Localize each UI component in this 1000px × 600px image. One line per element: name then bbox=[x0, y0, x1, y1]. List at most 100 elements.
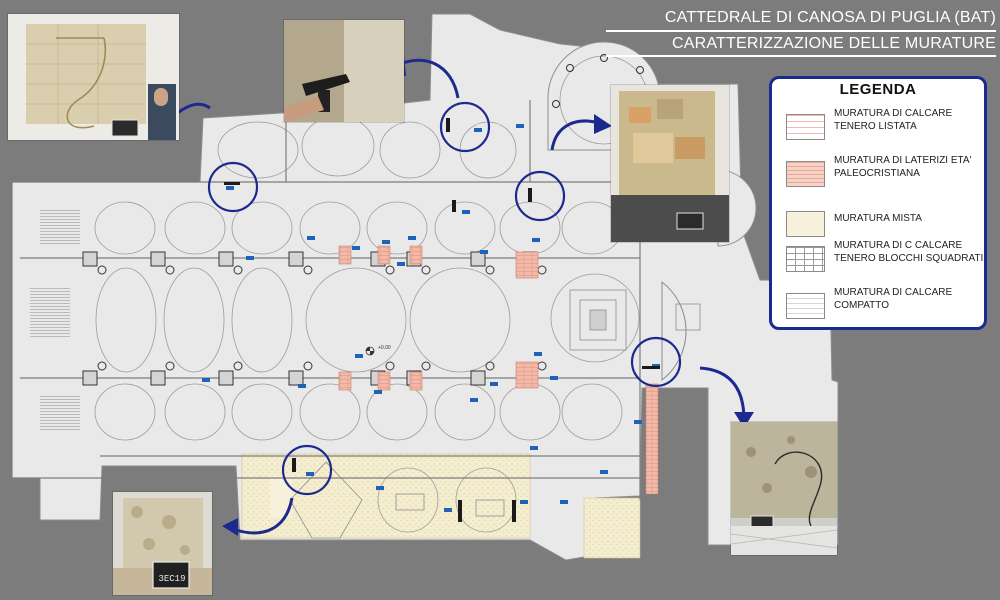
nave-vault bbox=[409, 267, 511, 373]
apse-column bbox=[552, 100, 560, 108]
sample-tag bbox=[306, 472, 314, 476]
nave-pier bbox=[288, 370, 304, 386]
east-apse-altar bbox=[675, 303, 701, 331]
photo-right-upper bbox=[611, 85, 729, 242]
brick-pier-crossing bbox=[515, 251, 539, 279]
sample-tag bbox=[298, 384, 306, 388]
north-aisle-vault bbox=[299, 201, 361, 255]
nave-vault bbox=[95, 267, 157, 373]
nave-vault bbox=[163, 267, 225, 373]
sanctuary-frame bbox=[569, 289, 627, 351]
south-aisle-vault bbox=[231, 383, 293, 441]
subtitle-underline bbox=[606, 55, 996, 57]
column-base bbox=[303, 361, 313, 371]
probe-mark bbox=[446, 118, 450, 132]
north-aisle-vault bbox=[434, 201, 496, 255]
legend-label: MURATURA DI CALCARE TENERO LISTATA bbox=[834, 108, 953, 132]
south-aisle-vault bbox=[164, 383, 226, 441]
sample-tag bbox=[397, 262, 405, 266]
photo-tag-label: 3EC19 bbox=[158, 574, 186, 584]
sample-tag bbox=[532, 238, 540, 242]
legend-swatch-listata bbox=[786, 114, 825, 140]
legend-item-compatto: MURATURA DI CALCARE COMPATTO bbox=[782, 287, 982, 331]
drawing-title: CATTEDRALE DI CANOSA DI PUGLIA (BAT) bbox=[664, 9, 996, 26]
column-base bbox=[165, 265, 175, 275]
south-aisle-vault bbox=[434, 383, 496, 441]
sample-tag bbox=[550, 376, 558, 380]
column-base bbox=[421, 361, 431, 371]
column-base bbox=[97, 361, 107, 371]
title-underline bbox=[606, 30, 996, 32]
legend-swatch-laterizi bbox=[786, 161, 825, 187]
sample-tag bbox=[408, 236, 416, 240]
sample-tag bbox=[634, 420, 642, 424]
column-base bbox=[97, 265, 107, 275]
south-chapel-altar bbox=[395, 493, 425, 511]
south-aisle-vault bbox=[299, 383, 361, 441]
sample-location-circle bbox=[439, 101, 491, 153]
legend-swatch-compatto bbox=[786, 293, 825, 319]
probe-mark bbox=[452, 200, 456, 212]
legend-label: MURATURA DI CALCARE COMPATTO bbox=[834, 287, 953, 311]
legend-label: MURATURA MISTA bbox=[834, 213, 922, 224]
nave-pier bbox=[470, 370, 486, 386]
south-chapel-altar bbox=[475, 499, 505, 517]
column-base bbox=[485, 361, 495, 371]
north-aisle-vault bbox=[231, 201, 293, 255]
sample-tag bbox=[374, 390, 382, 394]
sample-tag bbox=[444, 508, 452, 512]
probe-mark bbox=[642, 366, 660, 369]
nave-pier bbox=[218, 370, 234, 386]
legend-item-listata: MURATURA DI CALCARE TENERO LISTATA bbox=[782, 108, 982, 152]
sample-tag bbox=[530, 446, 538, 450]
sample-tag bbox=[462, 210, 470, 214]
legend-title: LEGENDA bbox=[839, 81, 917, 98]
sample-tag bbox=[470, 398, 478, 402]
column-base bbox=[485, 265, 495, 275]
column-base bbox=[165, 361, 175, 371]
probe-mark bbox=[458, 500, 462, 522]
sample-tag bbox=[246, 256, 254, 260]
photo-right-lower bbox=[731, 422, 837, 555]
elevation-symbol bbox=[365, 346, 375, 356]
photo-top-left bbox=[8, 14, 179, 140]
brick-wall-east bbox=[645, 383, 659, 495]
sample-tag bbox=[534, 352, 542, 356]
mixed-masonry-fill bbox=[270, 476, 292, 518]
column-base bbox=[233, 265, 243, 275]
brick-pier-crossing bbox=[515, 361, 539, 389]
nave-pier bbox=[82, 251, 98, 267]
elevation-label: +0.00 bbox=[378, 345, 391, 351]
column-base bbox=[385, 265, 395, 275]
nave-vault bbox=[231, 267, 293, 373]
altar bbox=[589, 309, 607, 331]
apse-column bbox=[566, 64, 574, 72]
sample-location-circle bbox=[514, 170, 566, 222]
legend-item-mista: MURATURA MISTA bbox=[782, 205, 982, 249]
sample-tag bbox=[474, 128, 482, 132]
legend-panel: LEGENDA MURATURA DI CALCARE TENERO LISTA… bbox=[769, 76, 987, 330]
pointer-arrow bbox=[699, 366, 746, 421]
sample-tag bbox=[352, 246, 360, 250]
brick-pier bbox=[377, 245, 391, 265]
north-aisle-vault bbox=[164, 201, 226, 255]
south-aisle-vault bbox=[366, 383, 428, 441]
sample-location-circle bbox=[207, 161, 259, 213]
column-base bbox=[233, 361, 243, 371]
legend-item-laterizi: MURATURA DI LATERIZI ETA' PALEOCRISTIANA bbox=[782, 155, 982, 199]
arrow-head bbox=[222, 518, 238, 536]
crossing-dome bbox=[550, 273, 640, 363]
nave-pier bbox=[150, 251, 166, 267]
south-aisle-vault bbox=[94, 383, 156, 441]
northwest-steps bbox=[40, 208, 80, 244]
arrow-head bbox=[594, 114, 612, 134]
north-aisle-vault bbox=[366, 201, 428, 255]
apse-column bbox=[600, 54, 608, 62]
sample-location-circle bbox=[630, 336, 682, 388]
brick-pier bbox=[409, 371, 423, 391]
sample-tag bbox=[307, 236, 315, 240]
sample-tag bbox=[226, 186, 234, 190]
southwest-steps bbox=[40, 394, 80, 432]
sample-location-circle bbox=[281, 444, 333, 496]
